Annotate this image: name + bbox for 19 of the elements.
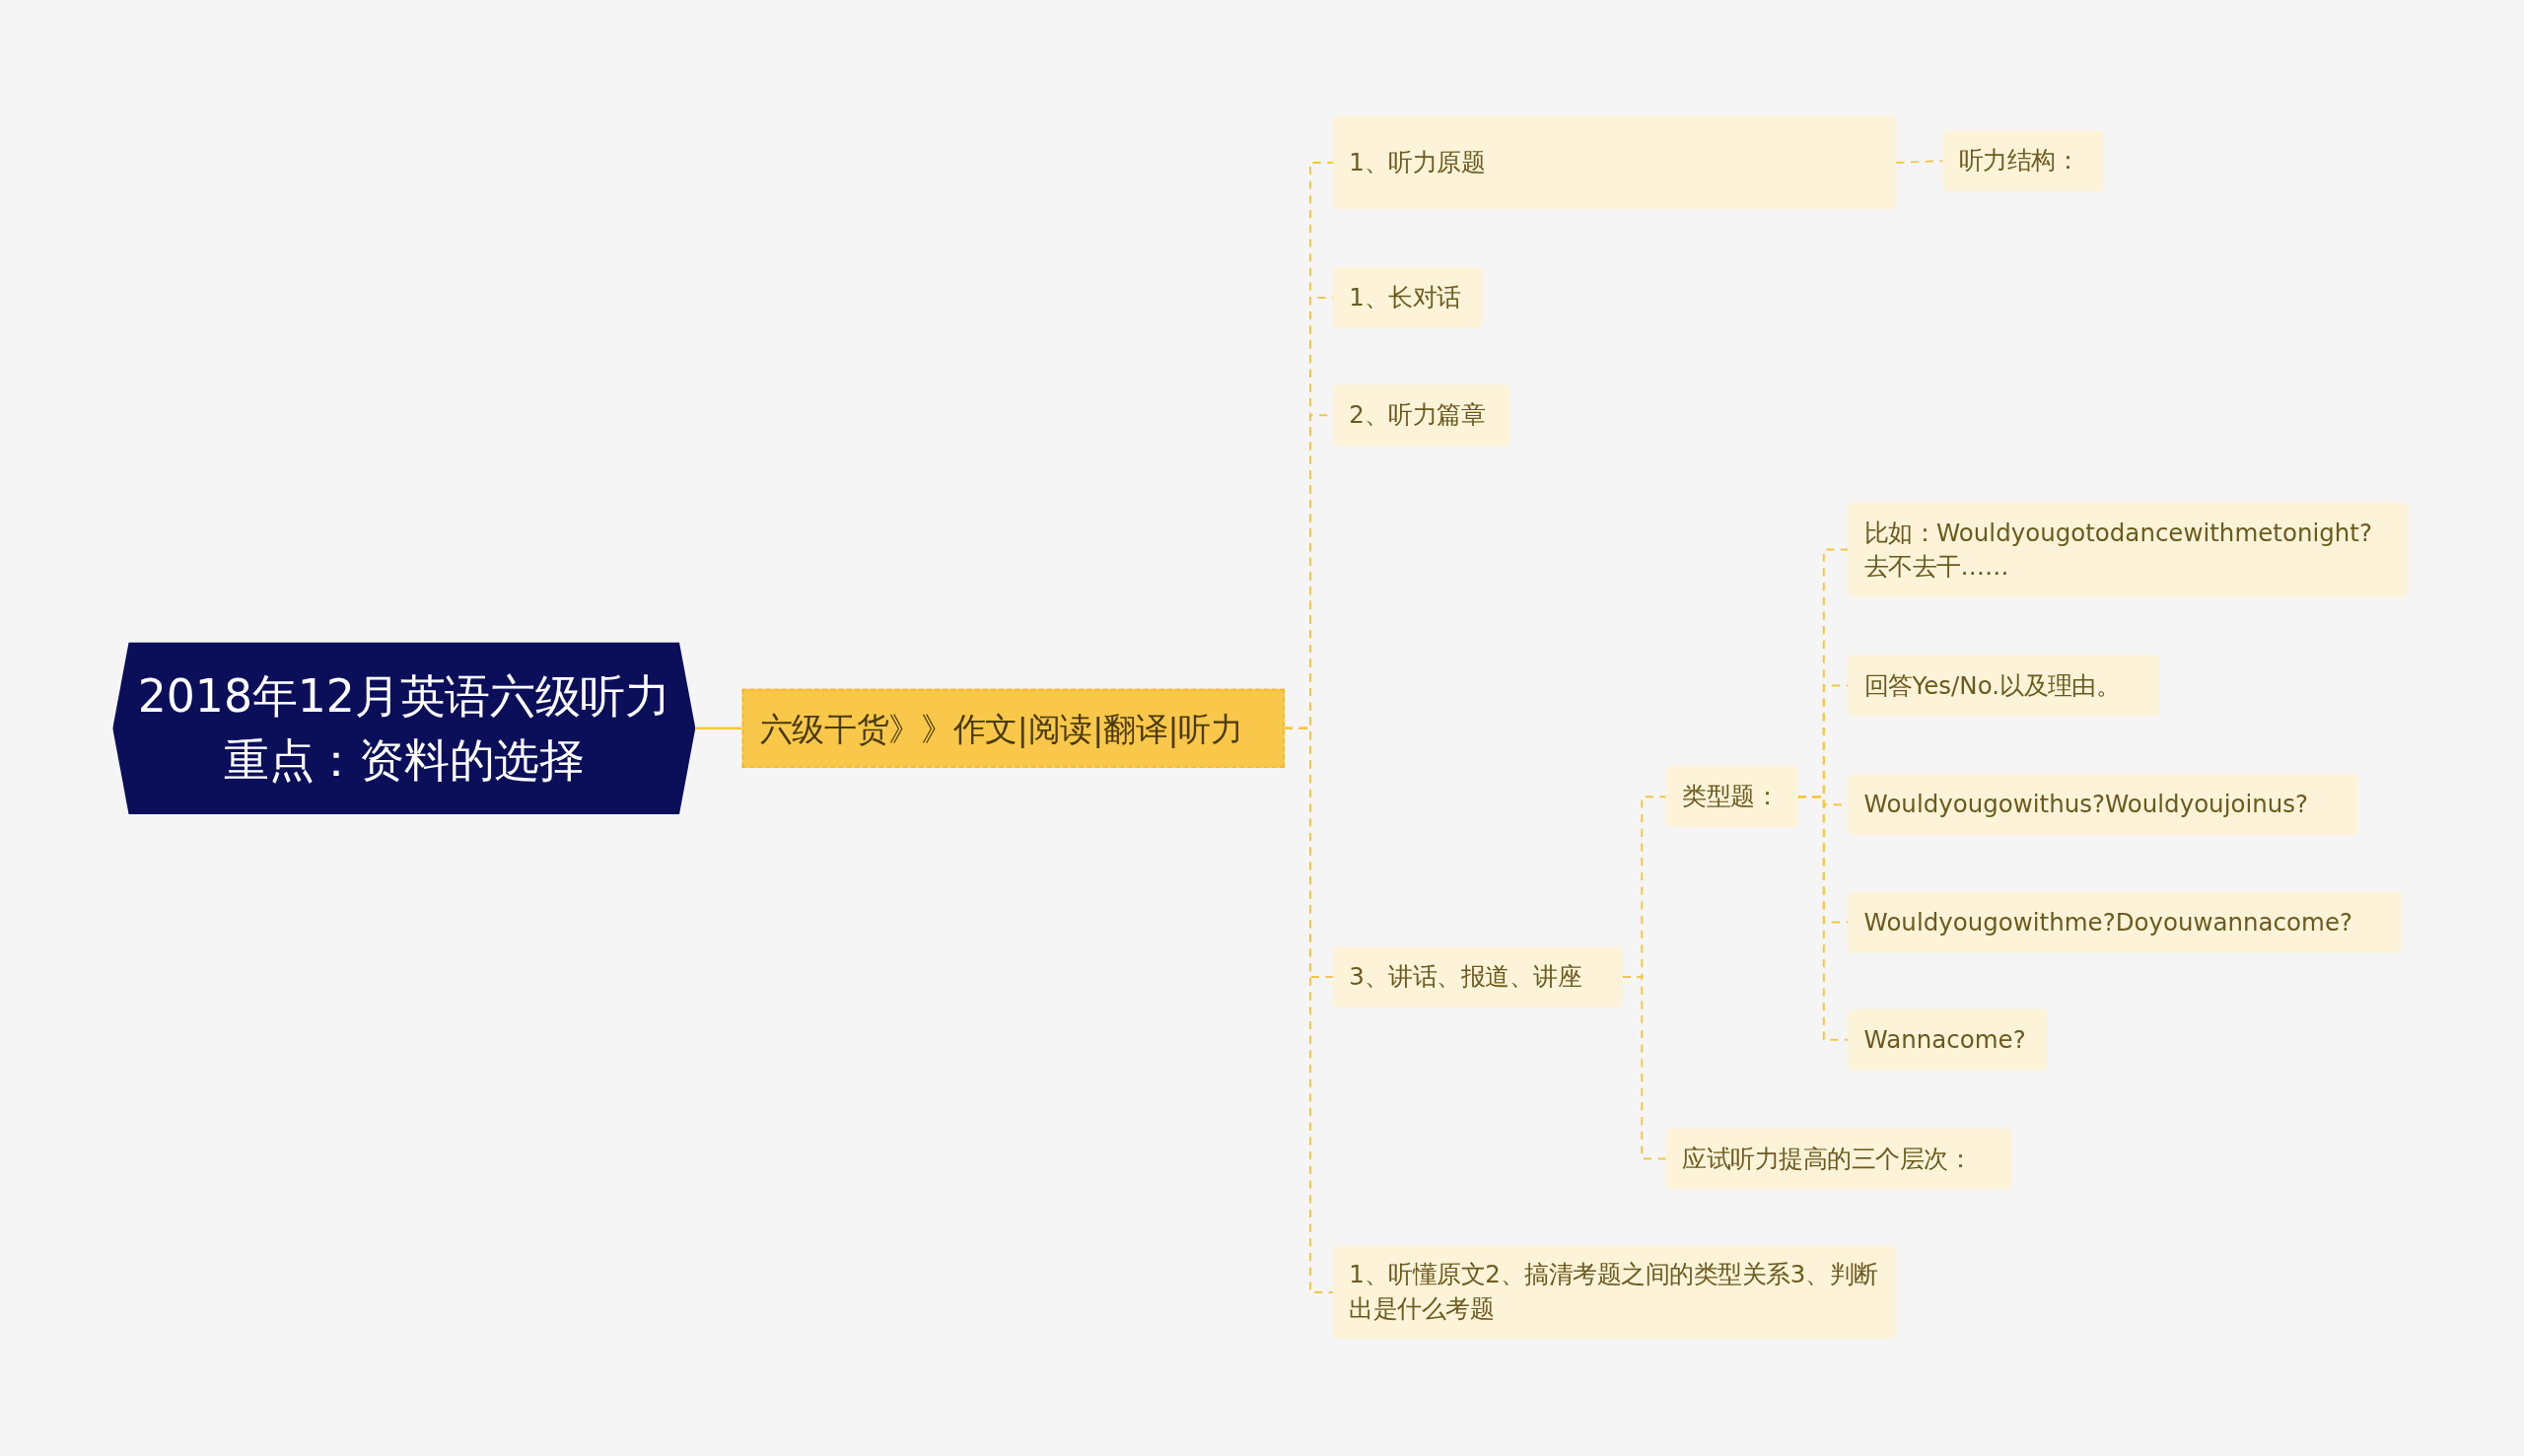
topic-box: 1、听力原题	[1332, 115, 1897, 210]
branch-box: 六级干货》》作文|阅读|翻译|听力	[741, 688, 1285, 768]
topic-box: Wouldyougowithme?Doyouwannacome?	[1848, 891, 2402, 953]
topic-box: 回答Yes/No.以及理由。	[1848, 655, 2160, 717]
topic-box: 2、听力篇章	[1332, 384, 1510, 447]
topic-box: 类型题：	[1665, 766, 1798, 828]
topic-box: 应试听力提高的三个层次：	[1665, 1128, 2012, 1190]
topic-box: 1、听懂原文2、搞清考题之间的类型关系3、判断出是什么考题	[1332, 1245, 1897, 1340]
topic-box: 1、长对话	[1332, 267, 1483, 329]
connector-line	[1283, 727, 1334, 1293]
topic-box: Wannacome?	[1848, 1008, 2048, 1071]
connector-line	[695, 727, 742, 730]
topic-box: 3、讲话、报道、讲座	[1332, 946, 1623, 1008]
topic-box: Wouldyougowithus?Wouldyoujoinus?	[1848, 774, 2358, 836]
connector-line	[1621, 976, 1667, 1160]
connector-line	[1796, 796, 1850, 1041]
topic-box: 比如：Wouldyougotodancewithmetonight?去不去干……	[1848, 502, 2409, 597]
connector-line	[1895, 160, 1944, 164]
topic-box: 听力结构：	[1942, 130, 2104, 192]
